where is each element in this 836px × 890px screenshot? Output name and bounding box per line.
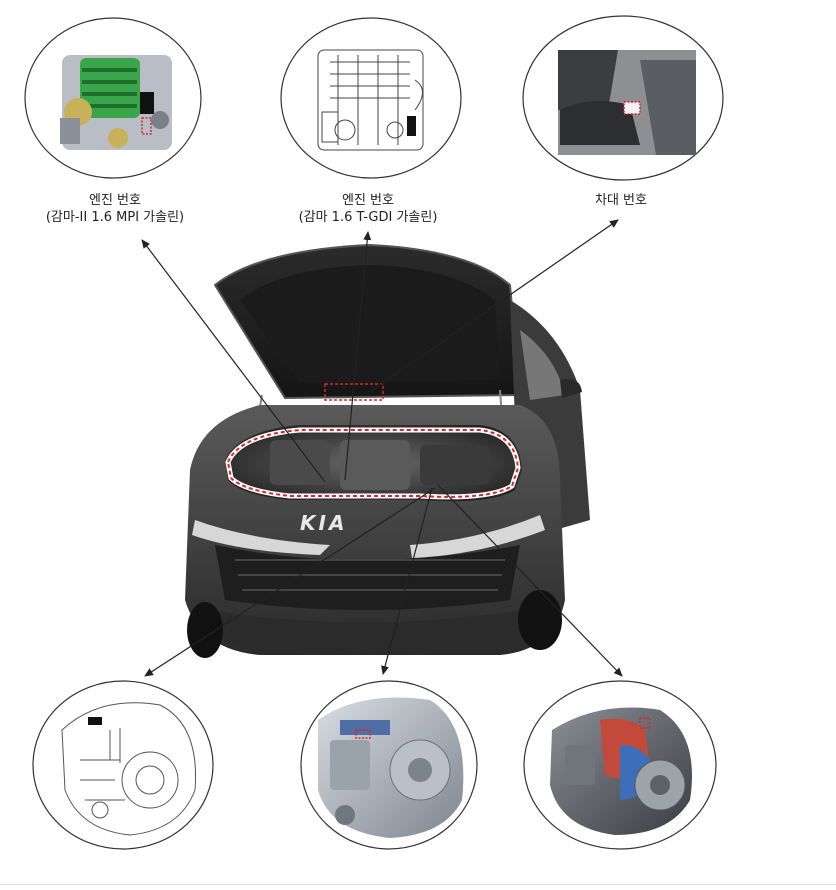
vin-label: 차대 번호 bbox=[576, 192, 666, 209]
arrow-to-manual-transmission bbox=[144, 487, 436, 677]
engine-mpi-label: 엔진 번호 (감마-II 1.6 MPI 가솔린) bbox=[40, 192, 190, 226]
footer-divider bbox=[0, 884, 836, 885]
car-grille bbox=[215, 545, 520, 610]
engine-tgdi-number-marker bbox=[407, 116, 416, 136]
arrow-to-dct-transmission bbox=[437, 484, 623, 677]
engine-mpi-label-title: 엔진 번호 bbox=[89, 193, 141, 208]
engine-mpi-illustration bbox=[60, 55, 172, 150]
car-illustration: KIA bbox=[185, 243, 590, 658]
arrow-to-vin bbox=[369, 219, 619, 393]
arrow-to-ivt-transmission bbox=[381, 487, 433, 675]
ivt-transmission-illustration bbox=[318, 697, 464, 838]
manual-transmission-number-marker bbox=[88, 717, 102, 725]
vin-seat-photo bbox=[558, 50, 696, 155]
engine-mpi-callout bbox=[24, 17, 202, 179]
dct-transmission-illustration bbox=[550, 707, 692, 835]
ivt-transmission-callout bbox=[300, 680, 478, 850]
manual-transmission-callout bbox=[32, 680, 214, 850]
vin-callout bbox=[522, 15, 724, 181]
engine-tgdi-label-title: 엔진 번호 bbox=[342, 193, 394, 208]
engine-mpi-label-model: (감마-II 1.6 MPI 가솔린) bbox=[45, 210, 185, 225]
manual-transmission-illustration bbox=[61, 702, 197, 836]
callout-arrows bbox=[141, 219, 623, 677]
arrow-to-engine-mpi bbox=[141, 239, 326, 483]
arrow-to-engine-tgdi bbox=[344, 231, 372, 481]
engine-tgdi-illustration bbox=[317, 49, 424, 151]
engine-tgdi-callout bbox=[280, 17, 462, 179]
engine-tgdi-label: 엔진 번호 (감마 1.6 T-GDI 가솔린) bbox=[288, 192, 448, 226]
dct-transmission-callout bbox=[523, 680, 717, 850]
car-emblem: KIA bbox=[300, 511, 347, 535]
vin-location-highlight bbox=[324, 383, 384, 401]
vin-label-title: 차대 번호 bbox=[595, 193, 647, 208]
engine-tgdi-label-model: (감마 1.6 T-GDI 가솔린) bbox=[298, 210, 438, 225]
